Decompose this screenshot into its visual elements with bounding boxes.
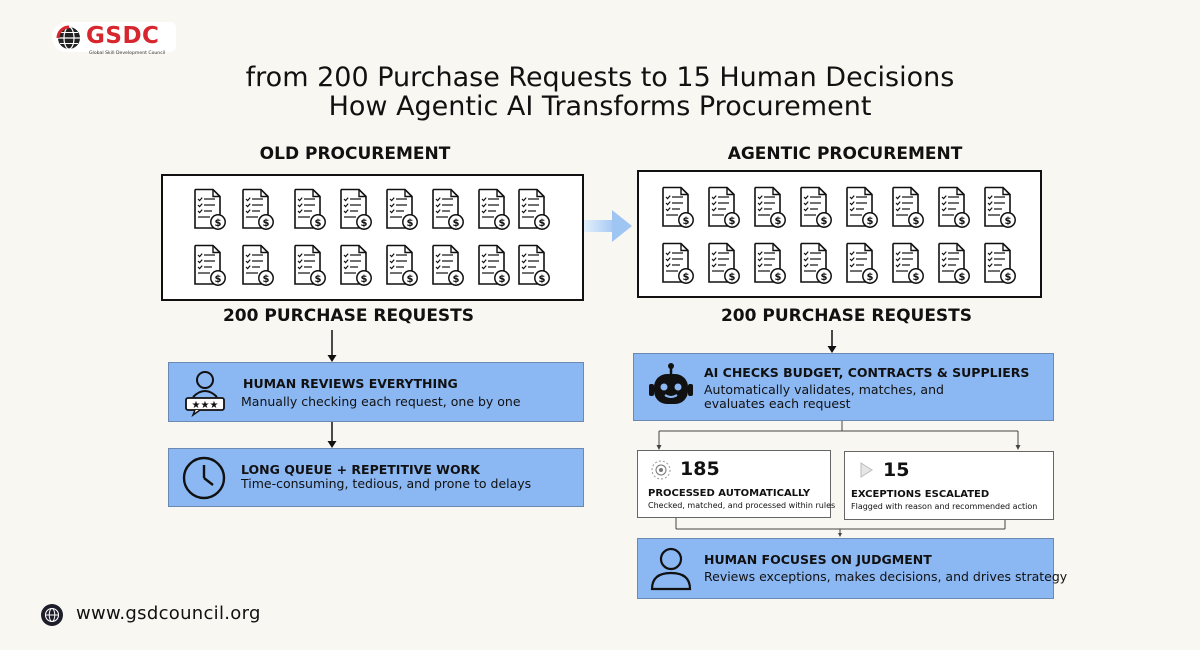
ai-checks-title: AI CHECKS BUDGET, CONTRACTS & SUPPLIERS: [704, 365, 1030, 380]
person-icon: [650, 547, 692, 591]
play-icon: [860, 462, 873, 478]
old-requests-label: 200 PURCHASE REQUESTS: [222, 306, 475, 326]
escalated-desc: Flagged with reason and recommended acti…: [851, 502, 1038, 511]
ai-checks-desc-line1: Automatically validates, matches, and: [704, 382, 944, 397]
globe-logo-icon: [56, 25, 80, 50]
logo-subtitle: Global Skill Development Council: [89, 51, 166, 56]
page-title-line1: from 200 Purchase Requests to 15 Human D…: [245, 62, 955, 93]
long-queue-step: LONG QUEUE + REPETITIVE WORK Time-consum…: [168, 448, 584, 507]
long-queue-desc: Time-consuming, tedious, and prone to de…: [241, 476, 532, 491]
website-globe-icon: [41, 604, 63, 626]
auto-process-icon: [651, 460, 671, 480]
website-url[interactable]: www.gsdcouncil.org: [76, 603, 261, 624]
svg-text:★★★: ★★★: [192, 400, 219, 411]
exceptions-escalated-card: 15 EXCEPTIONS ESCALATED Flagged with rea…: [844, 451, 1054, 520]
clock-icon: [182, 456, 226, 500]
old-procurement-heading: OLD PROCUREMENT: [259, 144, 451, 164]
human-judgment-step: HUMAN FOCUSES ON JUDGMENT Reviews except…: [637, 538, 1067, 599]
processed-automatically-card: 185 PROCESSED AUTOMATICALLY Checked, mat…: [637, 450, 835, 518]
agentic-requests-label: 200 PURCHASE REQUESTS: [720, 306, 973, 326]
escalated-count: 15: [883, 459, 910, 481]
escalated-title: EXCEPTIONS ESCALATED: [851, 489, 990, 500]
page-title-line2: How Agentic AI Transforms Procurement: [328, 91, 872, 122]
transition-arrow-icon: [584, 210, 632, 242]
processed-desc: Checked, matched, and processed within r…: [648, 501, 836, 510]
robot-icon: [649, 363, 693, 404]
processed-count: 185: [680, 458, 720, 480]
human-reviews-title: HUMAN REVIEWS EVERYTHING: [243, 376, 458, 391]
human-judgment-title: HUMAN FOCUSES ON JUDGMENT: [704, 552, 932, 567]
ai-checks-desc-line2: evaluates each request: [704, 396, 851, 411]
agentic-procurement-heading: AGENTIC PROCUREMENT: [727, 144, 963, 164]
gsdc-logo: GSDC Global Skill Development Council: [52, 22, 176, 60]
human-reviews-desc: Manually checking each request, one by o…: [241, 394, 521, 409]
processed-title: PROCESSED AUTOMATICALLY: [648, 488, 811, 499]
old-requests-panel: [161, 174, 584, 301]
human-judgment-desc: Reviews exceptions, makes decisions, and…: [704, 569, 1068, 584]
human-reviews-step: ★★★ HUMAN REVIEWS EVERYTHING Manually ch…: [168, 362, 584, 422]
ai-checks-step: AI CHECKS BUDGET, CONTRACTS & SUPPLIERS …: [633, 353, 1054, 421]
agentic-requests-panel: [637, 170, 1042, 298]
long-queue-title: LONG QUEUE + REPETITIVE WORK: [241, 462, 480, 477]
reviewer-rating-icon: ★★★: [185, 371, 225, 417]
logo-text: GSDC: [86, 23, 160, 49]
